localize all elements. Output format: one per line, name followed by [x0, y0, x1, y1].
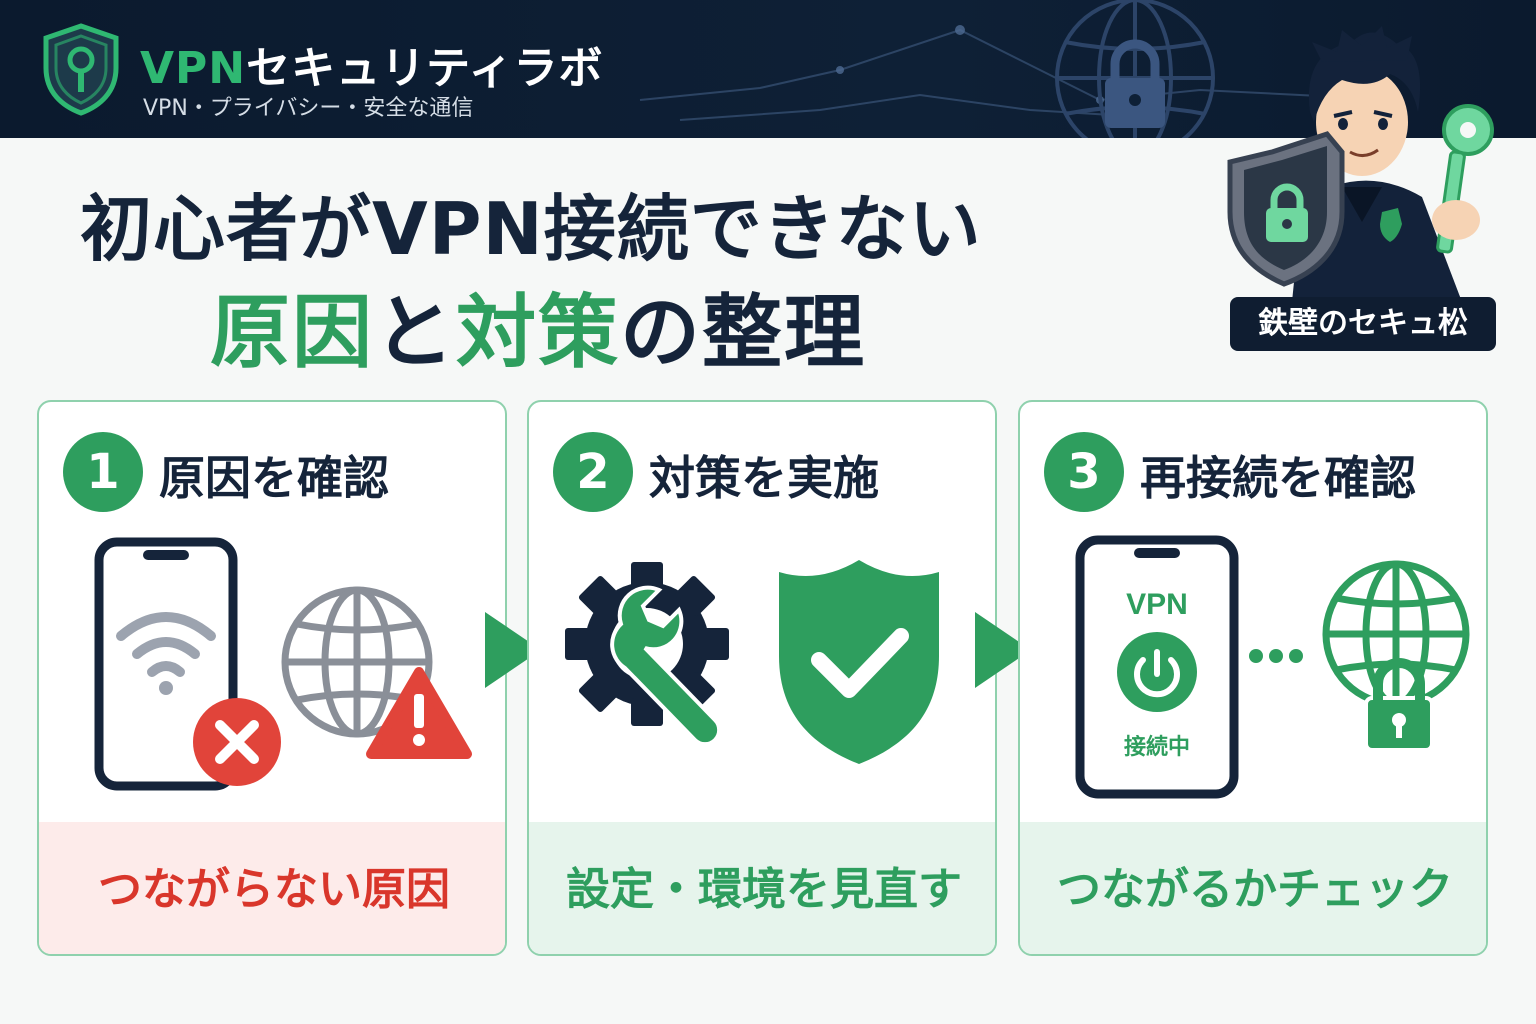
brand-accent: VPN [140, 43, 247, 94]
title-organize: の整理 [620, 286, 866, 379]
shield-key-logo-icon [43, 23, 119, 116]
shield-check-icon [779, 560, 939, 764]
step-number: 1 [63, 432, 143, 512]
step-card-1: 1 原因を確認 つながらない原因 [37, 400, 507, 956]
step-2-illustration [565, 560, 939, 764]
phone-status-label: 接続中 [1124, 734, 1190, 760]
wifi-icon [116, 612, 216, 677]
tagline: VPN・プライバシー・安全な通信 [143, 96, 474, 121]
step-title: 原因を確認 [159, 451, 389, 505]
wrench-icon [610, 585, 733, 756]
globe-icon [1322, 560, 1470, 708]
title-measure: 対策 [456, 286, 620, 379]
connection-dots [1249, 649, 1303, 663]
lock-icon [1364, 658, 1434, 752]
step-footer: つながるかチェック [1020, 822, 1486, 954]
title-and: と [374, 286, 456, 379]
step-title: 対策を実施 [649, 451, 879, 505]
step-3-illustration: VPN 接続中 [1075, 535, 1470, 799]
page-title-line1: 初心者がVPN接続できない [80, 187, 982, 271]
globe-icon [281, 586, 433, 738]
step-card-3: 3 再接続を確認 VPN 接続中 つながるかチェック [1018, 400, 1488, 956]
step-footer: 設定・環境を見直す [529, 822, 995, 954]
brand-rest: セキュリティラボ [246, 43, 604, 94]
step-footer: つながらない原因 [39, 822, 505, 954]
error-x-icon [193, 698, 281, 786]
step-1-illustration [94, 537, 472, 791]
mascot-name-badge: 鉄壁のセキュ松 [1230, 297, 1496, 351]
step-title: 再接続を確認 [1140, 451, 1416, 505]
arrow-right-icon [975, 612, 1031, 688]
arrow-right-icon [485, 612, 541, 688]
network-lock-decoration [639, 0, 1321, 138]
header-banner: VPNセキュリティラボ VPN・プライバシー・安全な通信 [0, 0, 1536, 138]
step-number: 2 [553, 432, 633, 512]
phone-vpn-label: VPN [1126, 588, 1188, 621]
title-cause: 原因 [210, 286, 374, 379]
step-card-2: 2 対策を実施 設定・環境を見直す [527, 400, 997, 956]
page-title-line2: 原因と対策の整理 [210, 268, 866, 384]
step-number: 3 [1044, 432, 1124, 512]
brand-name: VPNセキュリティラボ [140, 32, 603, 96]
warning-icon [366, 667, 472, 759]
mascot-character [1227, 26, 1494, 302]
power-icon [1117, 632, 1197, 712]
